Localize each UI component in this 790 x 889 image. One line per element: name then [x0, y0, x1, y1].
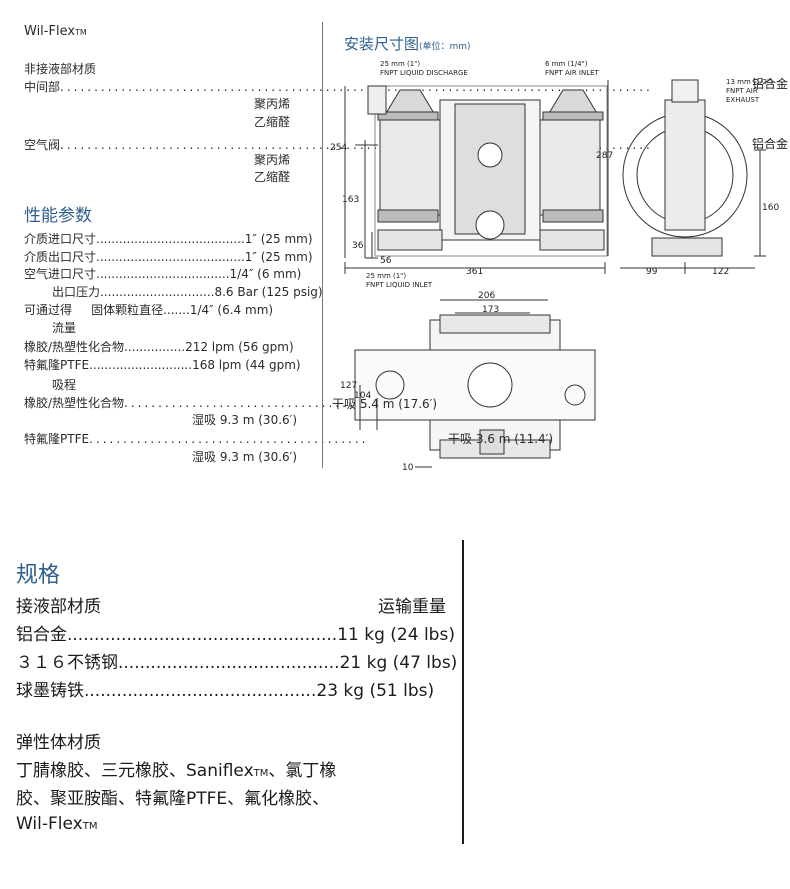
wetted-materials-label: 接液部材质	[16, 597, 101, 617]
acetal-label: 乙缩醛	[254, 115, 291, 129]
row-rubber-suction: 橡胶/热塑性化合物...............................…	[24, 396, 377, 410]
dim-56: 56	[380, 256, 392, 266]
dim-122: 122	[712, 267, 729, 277]
dim-160: 160	[762, 203, 779, 213]
flow-label: 流量	[52, 321, 77, 335]
dry-suction-ptfe: 干吸 3.6 m (11.4′)	[448, 432, 553, 446]
row-rubber-flow: 橡胶/热塑性化合物................212 lpm (56 gpm…	[24, 340, 294, 354]
discharge-label-2: FNPT LIQUID DISCHARGE	[380, 69, 468, 77]
row-fluid-outlet: 介质出口尺寸..................................…	[24, 250, 313, 264]
acetal-label-2: 乙缩醛	[254, 170, 291, 184]
elastomer-line-2: 胶、聚亚胺酯、特氟隆PTFE、氟化橡胶、	[16, 789, 330, 809]
drawing-title: 安装尺寸图(单位：mm)	[344, 35, 471, 53]
aluminum-label-2: 铝合金	[752, 136, 788, 151]
inlet-label-1: 25 mm (1")	[366, 272, 406, 280]
row-air-inlet: 空气进口尺寸..................................…	[24, 267, 302, 281]
non-wetted-title: 非接液部材质	[24, 62, 97, 76]
elastomer-title: 弹性体材质	[16, 733, 101, 753]
exhaust-label-3: EXHAUST	[726, 96, 760, 104]
exhaust-label-2: FNPT AIR	[726, 87, 758, 95]
upper-divider	[322, 22, 323, 468]
dim-127: 127	[340, 381, 357, 391]
row-outlet-pressure: 出口压力..............................8.6 Ba…	[52, 285, 323, 299]
spec-title: 规格	[16, 563, 61, 588]
wet-suction-2: 湿吸 9.3 m (30.6′)	[192, 450, 298, 464]
center-section-label: 中间部.....................................…	[24, 80, 653, 94]
discharge-label-1: 25 mm (1")	[380, 60, 420, 68]
exhaust-label-1: 13 mm (1/2")	[726, 78, 773, 86]
row-fluid-inlet: 介质进口尺寸..................................…	[24, 232, 313, 246]
row-aluminum: 铝合金.....................................…	[16, 625, 455, 645]
inlet-label-2: FNPT LIQUID INLET	[366, 281, 433, 289]
performance-title: 性能参数	[24, 206, 92, 226]
brand: Wil-FlexTM	[24, 25, 87, 40]
brand-tm: TM	[75, 28, 87, 37]
dry-suction-rubber: 干吸 5.4 m (17.6′)	[332, 397, 437, 411]
dim-10: 10	[402, 463, 414, 473]
dim-361: 361	[466, 267, 483, 277]
dim-36: 36	[352, 241, 364, 251]
elastomer-line-1: 丁腈橡胶、三元橡胶、SaniflexTM、氯丁橡	[16, 761, 337, 781]
dim-287: 287	[596, 151, 613, 161]
lower-divider	[462, 540, 464, 844]
dim-206: 206	[478, 291, 495, 301]
dim-173: 173	[482, 305, 499, 315]
polypropylene-label-2: 聚丙烯	[254, 153, 291, 167]
polypropylene-label: 聚丙烯	[254, 97, 291, 111]
row-ptfe-suction: 特氟隆PTFE.................................…	[24, 432, 369, 446]
shipping-weight-label: 运输重量	[378, 597, 446, 617]
suction-label: 吸程	[52, 378, 77, 392]
brand-name: Wil-Flex	[24, 24, 76, 39]
row-stainless: ３１６不锈钢..................................…	[16, 653, 458, 673]
row-ductile-iron: 球墨铸铁....................................…	[16, 681, 435, 701]
dim-104: 104	[354, 391, 371, 401]
row-solids: 可通过得 固体颗粒直径.......1/4″ (6.4 mm)	[24, 303, 274, 317]
aluminum-label-1: 铝合金	[752, 76, 788, 91]
elastomer-line-3: Wil-FlexTM	[16, 814, 98, 834]
dim-163: 163	[342, 195, 359, 205]
dim-254: 254	[330, 143, 347, 153]
air-inlet-label-2: FNPT AIR INLET	[545, 69, 600, 77]
air-inlet-label-1: 6 mm (1/4")	[545, 60, 588, 68]
wet-suction-1: 湿吸 9.3 m (30.6′)	[192, 413, 298, 427]
dim-99: 99	[646, 267, 658, 277]
row-ptfe-flow: 特氟隆PTFE...........................168 lp…	[24, 358, 301, 372]
